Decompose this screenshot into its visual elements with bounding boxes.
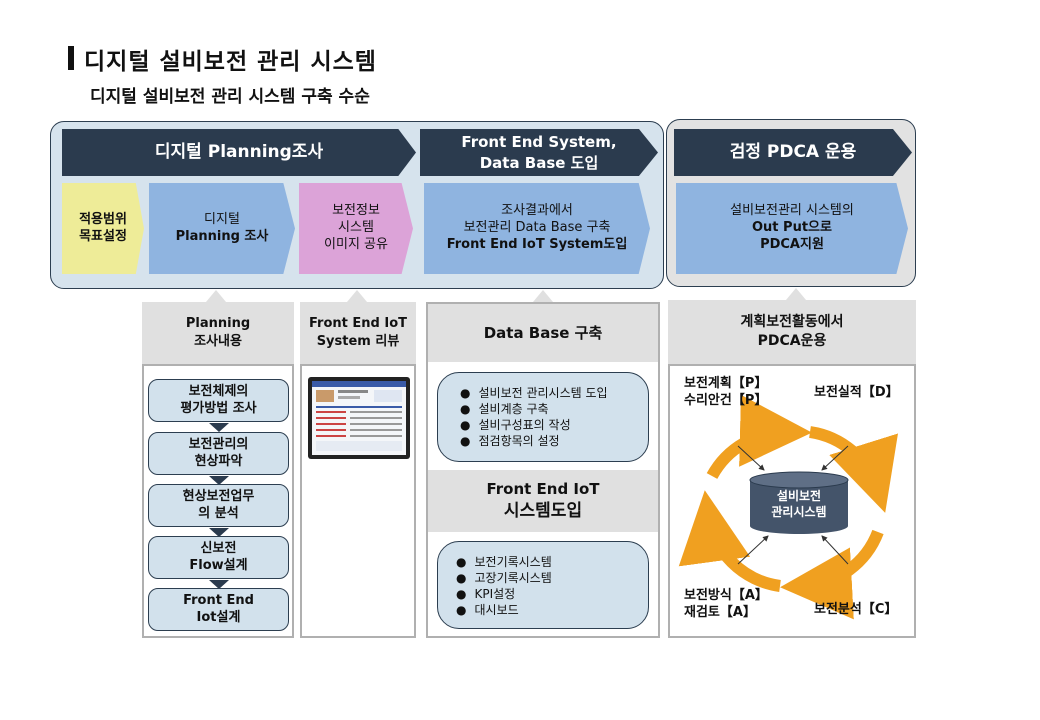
pointer-triangle [786,288,806,300]
iot-list-item: 고장기록시스템 [456,570,648,586]
down-arrow [209,580,229,589]
phase-pdca-chevron: 검정 PDCA 운용 [674,129,912,176]
pointer-triangle [533,290,553,302]
database-header: Data Base 구축 [428,304,658,362]
pdca-check-label: 보전분석【C】 [814,602,898,617]
pdca-plan-label: 보전계획【P】수리안건【P】 [684,376,768,408]
page-subtitle: 디지털 설비보전 관리 시스템 구축 수순 [90,87,370,107]
iot-list-item: 대시보드 [456,602,648,618]
cycle-arrows [678,394,898,620]
pointer-triangle [206,290,226,302]
cycle-arrow-check-to-act [780,529,884,620]
phase-planning-chevron: 디지털 Planning조사 [62,129,416,176]
iot-list-box: 보전기록시스템 고장기록시스템 KPI설정 대시보드 [437,541,649,629]
iot-list-item: 보전기록시스템 [456,554,648,570]
small-pointer-arrows [737,445,849,565]
database-list-item: 설비계층 구축 [460,401,648,417]
database-list-item: 점검항목의 설정 [460,433,648,449]
phase-frontend-chevron: Front End System,Data Base 도입 [420,129,658,176]
cycle-arrow-act-to-plan [678,490,781,592]
cycle-arrow-plan-to-do [706,394,812,479]
pdca-act-label: 보전방식【A】재검토【A】 [684,588,768,620]
database-list-box: 설비보전 관리시스템 도입 설비계층 구축 설비구성표의 작성 점검항목의 설정 [437,372,649,462]
iot-list-item: KPI설정 [456,586,648,602]
down-arrow [209,528,229,537]
tablet-screenshot-image [308,377,410,459]
title-marker [68,46,74,70]
down-arrow [209,476,229,485]
pdca-do-label: 보전실적【D】 [814,385,899,400]
pdca-cycle-diagram [678,394,898,620]
pointer-triangle [347,290,367,302]
cycle-arrow-do-to-check [808,426,898,513]
page-title: 디지털 설비보전 관리 시스템 [84,49,377,75]
down-arrow [209,423,229,432]
database-list-item: 설비구성표의 작성 [460,417,648,433]
database-list-item: 설비보전 관리시스템 도입 [460,385,648,401]
database-cylinder-icon [749,471,849,534]
tablet-screen-svg [312,381,406,455]
